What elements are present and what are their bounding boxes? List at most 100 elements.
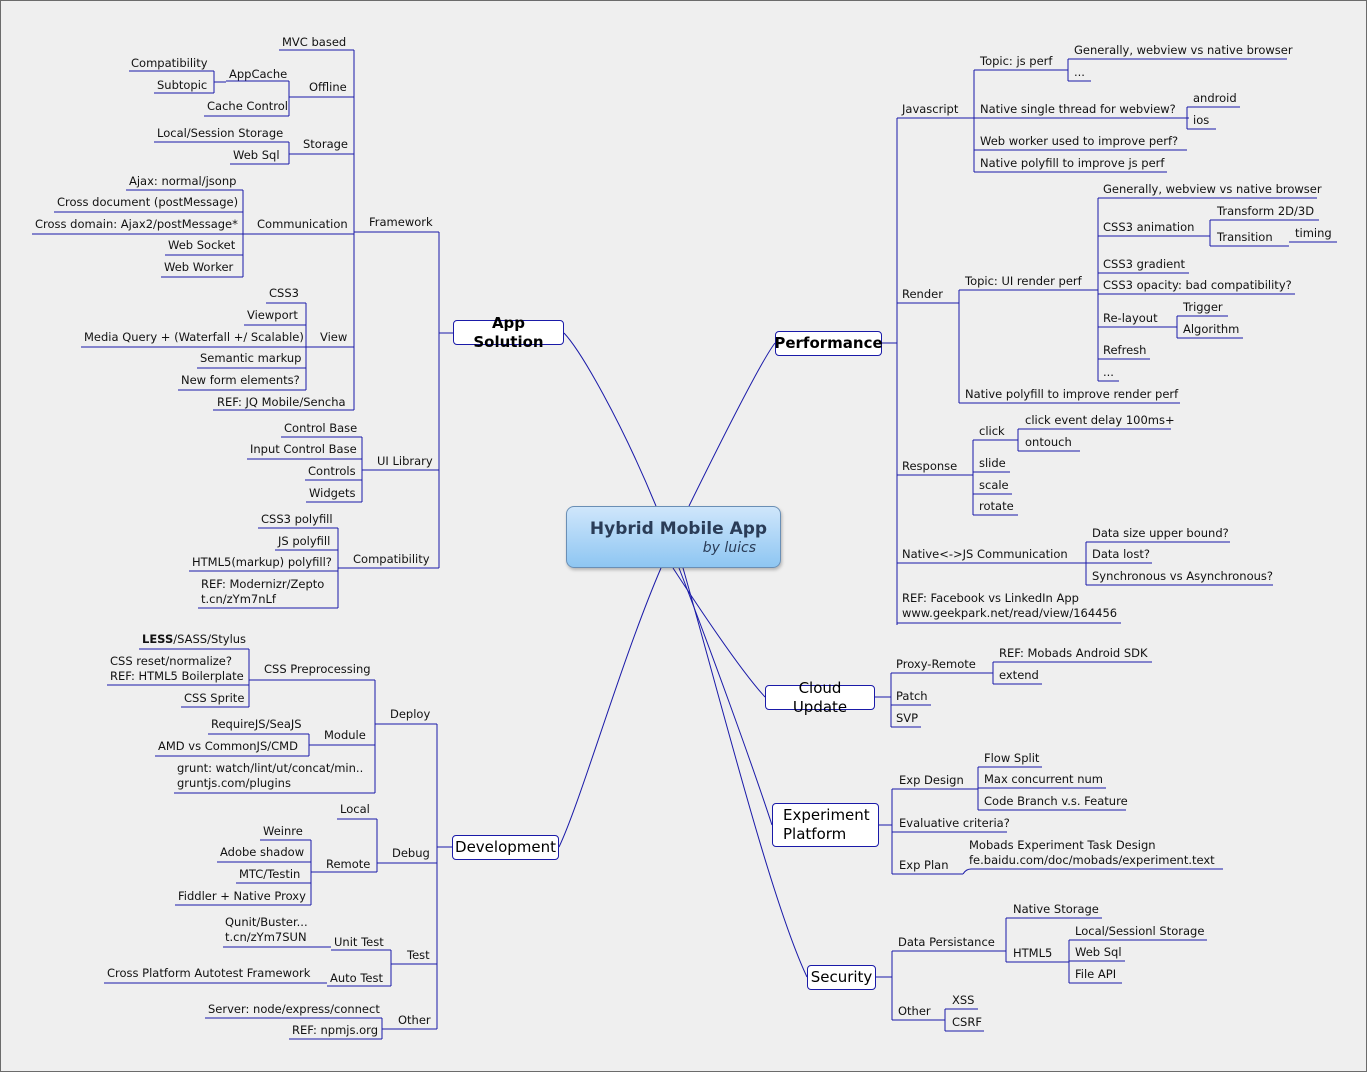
topic-css3-gradient[interactable]: CSS3 gradient [1103,257,1186,271]
topic-css-preprocessing[interactable]: CSS Preprocessing [264,662,371,676]
topic-appcache[interactable]: AppCache [229,67,288,81]
topic-viewport[interactable]: Viewport [247,308,298,322]
branch-security[interactable]: Security [807,965,876,990]
topic-proxy-remote[interactable]: Proxy-Remote [896,657,976,671]
topic-framework[interactable]: Framework [369,215,433,229]
topic-ui-library[interactable]: UI Library [377,454,433,468]
topic-native-single-thread[interactable]: Native single thread for webview? [980,102,1176,116]
topic-ellipsis-1[interactable]: ... [1074,65,1085,79]
topic-html5[interactable]: HTML5 [1013,946,1053,960]
topic-local-sessionl[interactable]: Local/Sessionl Storage [1075,924,1205,938]
topic-other-dev[interactable]: Other [398,1013,431,1027]
topic-qunit[interactable]: Qunit/Buster...t.cn/zYm7SUN [225,915,308,945]
topic-file-api[interactable]: File API [1075,967,1117,981]
topic-csrf[interactable]: CSRF [952,1015,982,1029]
topic-communication[interactable]: Communication [257,217,348,231]
topic-remote[interactable]: Remote [326,857,371,871]
branch-development[interactable]: Development [452,835,559,860]
topic-web-worker[interactable]: Web Worker [164,260,234,274]
topic-exp-plan[interactable]: Exp Plan [899,858,949,872]
topic-patch[interactable]: Patch [896,689,928,703]
topic-auto-test[interactable]: Auto Test [330,971,384,985]
topic-other-sec[interactable]: Other [898,1004,931,1018]
topic-generally-1[interactable]: Generally, webview vs native browser [1074,43,1293,57]
topic-render[interactable]: Render [902,287,943,301]
topic-cache-control[interactable]: Cache Control [207,99,288,113]
topic-debug[interactable]: Debug [392,846,430,860]
topic-semantic-markup[interactable]: Semantic markup [200,351,302,365]
topic-server-node[interactable]: Server: node/express/connect [208,1002,380,1016]
topic-refresh[interactable]: Refresh [1103,343,1147,357]
topic-local[interactable]: Local [340,802,370,816]
topic-test[interactable]: Test [407,948,430,962]
topic-control-base[interactable]: Control Base [284,421,358,435]
topic-scale[interactable]: scale [979,478,1009,492]
topic-storage[interactable]: Storage [303,137,348,151]
topic-deploy[interactable]: Deploy [390,707,431,721]
topic-requirejs[interactable]: RequireJS/SeaJS [211,717,302,731]
topic-module[interactable]: Module [324,728,366,742]
topic-adobe-shadow[interactable]: Adobe shadow [220,845,305,859]
topic-cross-domain[interactable]: Cross domain: Ajax2/postMessage* [35,217,238,231]
topic-data-persistance[interactable]: Data Persistance [898,935,995,949]
topic-compatibility-appcache[interactable]: Compatibility [131,56,208,70]
topic-html5-polyfill[interactable]: HTML5(markup) polyfill? [192,555,332,569]
topic-compatibility[interactable]: Compatibility [353,552,430,566]
topic-exp-design[interactable]: Exp Design [899,773,964,787]
topic-ref-jq-mobile[interactable]: REF: JQ Mobile/Sencha [217,395,346,409]
topic-cross-platform[interactable]: Cross Platform Autotest Framework [107,966,311,980]
topic-ontouch[interactable]: ontouch [1025,435,1072,449]
topic-xss[interactable]: XSS [952,993,975,1007]
topic-max-concurrent[interactable]: Max concurrent num [984,772,1103,786]
topic-native-polyfill-js[interactable]: Native polyfill to improve js perf [980,156,1165,170]
topic-data-lost[interactable]: Data lost? [1092,547,1150,561]
branch-cloud-update[interactable]: Cloud Update [765,679,875,716]
topic-input-control-base[interactable]: Input Control Base [250,442,357,456]
topic-css3-polyfill[interactable]: CSS3 polyfill [261,512,333,526]
topic-ref-npmjs[interactable]: REF: npmjs.org [292,1023,379,1037]
topic-css3-opacity[interactable]: CSS3 opacity: bad compatibility? [1103,278,1292,292]
topic-extend[interactable]: extend [999,668,1039,682]
topic-topic-js-perf[interactable]: Topic: js perf [980,54,1053,68]
topic-android[interactable]: android [1193,91,1237,105]
topic-css3-animation[interactable]: CSS3 animation [1103,220,1195,234]
topic-media-query[interactable]: Media Query + (Waterfall +/ Scalable) [84,330,304,344]
topic-local-session-storage[interactable]: Local/Session Storage [157,126,284,140]
topic-web-sql-sec[interactable]: Web Sql [1075,945,1122,959]
topic-subtopic[interactable]: Subtopic [157,78,208,92]
topic-transform[interactable]: Transform 2D/3D [1217,204,1315,218]
topic-grunt[interactable]: grunt: watch/lint/ut/concat/min..gruntjs… [177,761,363,791]
topic-ref-mobads-sdk[interactable]: REF: Mobads Android SDK [999,646,1148,660]
topic-code-branch[interactable]: Code Branch v.s. Feature [984,794,1128,808]
topic-view[interactable]: View [320,330,348,344]
topic-flow-split[interactable]: Flow Split [984,751,1040,765]
topic-cross-document[interactable]: Cross document (postMessage) [57,195,239,209]
topic-slide[interactable]: slide [979,456,1006,470]
topic-svp[interactable]: SVP [896,711,919,725]
topic-native-storage[interactable]: Native Storage [1013,902,1099,916]
topic-mtc-testin[interactable]: MTC/Testin [239,867,301,881]
branch-performance[interactable]: Performance [774,331,883,356]
topic-relayout[interactable]: Re-layout [1103,311,1158,325]
topic-fiddler[interactable]: Fiddler + Native Proxy [178,889,306,903]
topic-algorithm[interactable]: Algorithm [1183,322,1240,336]
topic-unit-test[interactable]: Unit Test [334,935,384,949]
topic-javascript[interactable]: Javascript [902,102,959,116]
topic-click-delay[interactable]: click event delay 100ms+ [1025,413,1175,427]
topic-response[interactable]: Response [902,459,958,473]
topic-web-sql[interactable]: Web Sql [233,148,280,162]
topic-web-worker-perf[interactable]: Web worker used to improve perf? [980,134,1179,148]
topic-css3[interactable]: CSS3 [269,286,299,300]
topic-weinre[interactable]: Weinre [263,824,303,838]
topic-data-size[interactable]: Data size upper bound? [1092,526,1229,540]
topic-ios[interactable]: ios [1193,113,1210,127]
topic-offline[interactable]: Offline [309,80,347,94]
topic-ellipsis-2[interactable]: ... [1103,365,1114,379]
topic-click[interactable]: click [979,424,1005,438]
topic-css-reset[interactable]: CSS reset/normalize?REF: HTML5 Boilerpla… [110,654,244,684]
root-topic[interactable]: Hybrid Mobile App by luics [566,506,781,568]
topic-ajax[interactable]: Ajax: normal/jsonp [129,174,237,188]
